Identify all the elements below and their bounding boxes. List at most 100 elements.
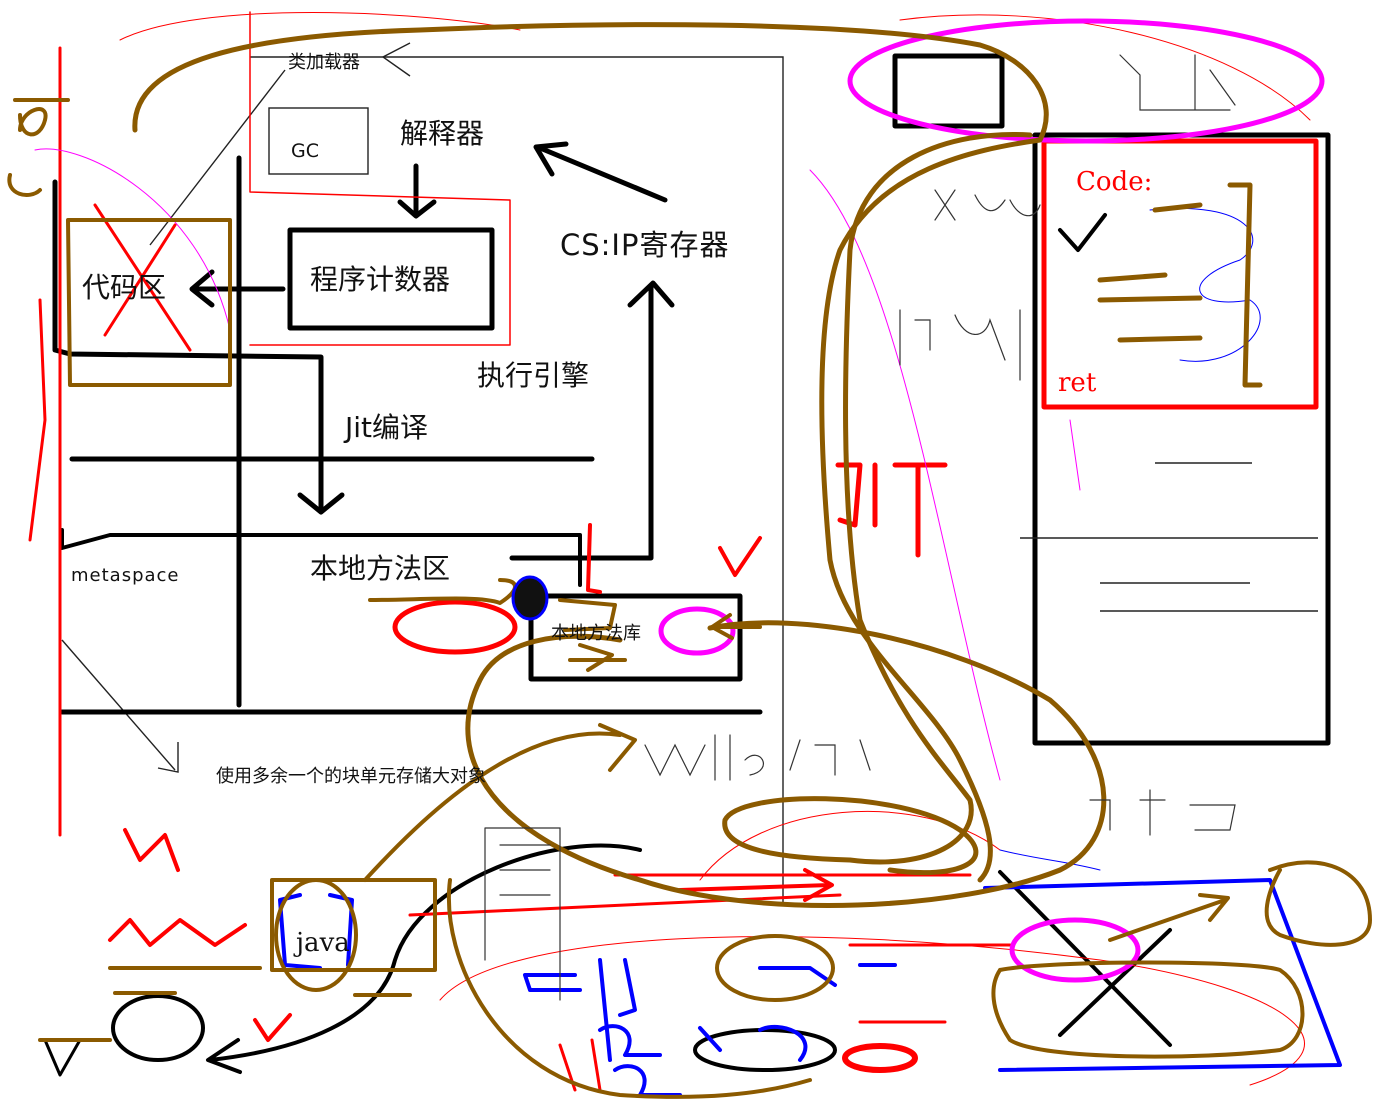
- brown-bottom-loop: [447, 878, 812, 1099]
- red-hook: [586, 523, 602, 594]
- code-panel-lines: [1020, 462, 1318, 612]
- blue-writing-5: [613, 1064, 682, 1097]
- brown-top-loop: [132, 22, 1049, 883]
- red-arrow-mid: [678, 868, 834, 902]
- magenta-java-ellipse: [847, 18, 1325, 144]
- execution-engine-label: 执行引擎: [477, 359, 590, 392]
- red-thin-loop-2: [439, 936, 1305, 1086]
- brown-java-circle: [274, 878, 358, 992]
- red-v-left: [253, 1013, 292, 1042]
- brown-java-lines: [38, 966, 412, 1042]
- red-top-frame: [249, 11, 511, 346]
- gc-box: [268, 107, 369, 175]
- blue-bracket-java: [278, 893, 322, 970]
- c-circle: [111, 994, 205, 1062]
- java-box: [892, 53, 1005, 129]
- brown-mid-oval: [715, 934, 835, 1002]
- blue-thin-scribble: [1149, 208, 1261, 362]
- blue-writing-2: [598, 958, 637, 1062]
- brown-right-curve: [1264, 860, 1372, 947]
- magenta-lib-circle: [658, 606, 736, 656]
- program-counter-box: [287, 227, 495, 331]
- red-small-oval: [842, 1043, 918, 1073]
- scribble-notes-lines: [499, 844, 551, 896]
- brown-annotations: [7, 22, 1372, 1099]
- thin-ink-scribbles: [484, 54, 1236, 1001]
- brown-native-loop: [368, 578, 627, 662]
- brown-x-up-arrow: [1108, 893, 1230, 942]
- blue-writing-3: [758, 963, 897, 987]
- magenta-annotations: [34, 18, 1325, 983]
- jit-register-connector: [509, 280, 675, 561]
- red-annotations: [28, 11, 1319, 1092]
- red-thin-loop-1: [119, 12, 521, 41]
- native-method-lib-label: 本地方法库: [551, 623, 641, 644]
- code-area-label: 代码区: [82, 271, 167, 304]
- red-zigzag-left: [108, 828, 247, 947]
- native-lib-box: [528, 593, 743, 682]
- brown-java-rect: [270, 878, 437, 972]
- red-ruler-line-2: [408, 893, 842, 917]
- ret-label: ret: [1058, 368, 1097, 398]
- magenta-x-circle: [1009, 917, 1141, 983]
- red-thin-loop-3: [899, 14, 1311, 121]
- brown-arrow-to-lib: [710, 613, 762, 640]
- blue-writing-4: [598, 1024, 808, 1062]
- large-object-note: 使用多余一个的块单元存储大对象: [216, 766, 486, 787]
- scribble-zijie: [1089, 789, 1236, 836]
- loader-diagonal: [149, 69, 286, 246]
- jit-compile-label: Jit编译: [345, 411, 429, 444]
- brown-left-corner: [7, 98, 70, 197]
- red-bracket: [28, 298, 47, 542]
- program-counter-label: 程序计数器: [310, 263, 451, 296]
- brown-native-arrow: [578, 643, 614, 672]
- gc-label: GC: [291, 140, 319, 162]
- metaspace-label: metaspace: [71, 565, 180, 586]
- scribble-xlogo: [934, 189, 1041, 221]
- v-bottom-left: [43, 1038, 82, 1077]
- brown-large-loop: [722, 131, 1033, 876]
- metaspace-bottom: [60, 528, 582, 587]
- brown-lib-loop: [465, 620, 1107, 908]
- native-method-area-label: 本地方法区: [310, 552, 451, 585]
- red-obj-circle: [392, 599, 518, 655]
- code-label: Code:: [1076, 167, 1153, 197]
- metaspace-diagonal: [61, 639, 176, 771]
- brown-code-marks: [1097, 182, 1263, 388]
- blue-annotations: [278, 208, 1342, 1097]
- magenta-thin-3: [34, 148, 231, 331]
- magenta-thin-2: [1069, 419, 1081, 491]
- big-x-stroke-b: [1058, 928, 1172, 1037]
- scribble-shi: [1119, 54, 1236, 111]
- register-to-interpreter-arrow: [533, 141, 668, 203]
- red-x-code-b: [103, 223, 177, 337]
- blue-bracket-java-right: [328, 893, 354, 967]
- blue-thin-frame: [999, 849, 1101, 871]
- brown-lower-loop: [363, 723, 637, 882]
- brown-keyboard-box: [991, 960, 1305, 1059]
- blue-writing-1: [523, 973, 582, 992]
- red-check-mark: [718, 536, 762, 577]
- scribble-notes-box: [484, 827, 561, 1001]
- lower-black-oval: [693, 1028, 837, 1072]
- brown-left-box: [66, 218, 232, 387]
- class-loader-arrow: [381, 42, 411, 77]
- class-loader-label: 类加载器: [288, 52, 360, 73]
- scribble-hanzi-1: [899, 309, 1021, 381]
- code-panel: [1032, 132, 1331, 746]
- scribble-while: [644, 734, 871, 781]
- ink-blotch: [511, 575, 549, 621]
- interpreter-label: 解释器: [400, 117, 485, 150]
- red-jit-letters: [835, 462, 948, 558]
- red-scribble-bottom: [558, 1038, 602, 1092]
- metaspace-arrowhead: [157, 742, 179, 773]
- thick-structure-lines: [43, 53, 1331, 1077]
- interpreter-to-counter-arrow: [397, 163, 437, 219]
- magenta-thin-1: [809, 169, 1001, 781]
- small-v-mark: [1058, 213, 1107, 252]
- java-label: java: [296, 928, 350, 958]
- red-code-box: [1041, 138, 1319, 410]
- blue-keyboard-outline: [983, 878, 1342, 1072]
